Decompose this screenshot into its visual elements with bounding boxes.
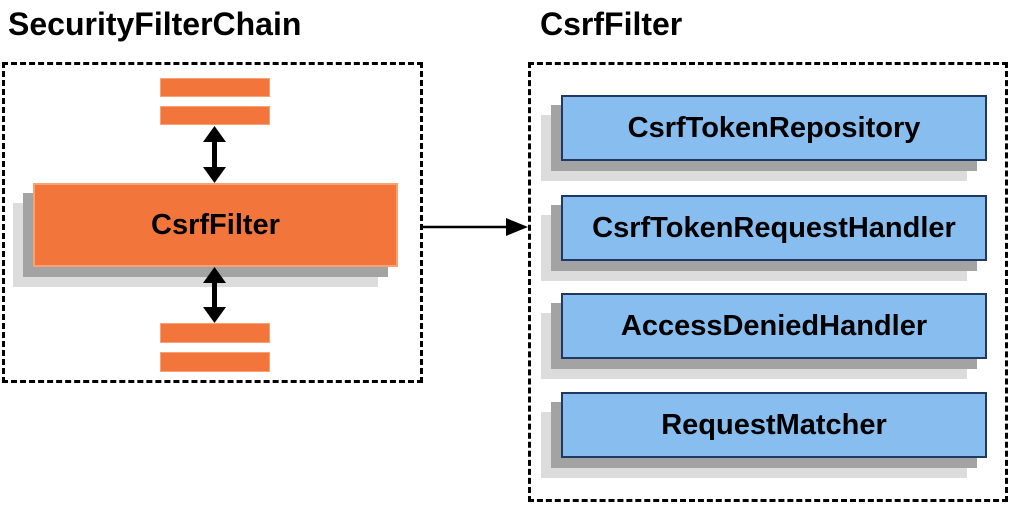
csrf-filter-title: CsrfFilter: [540, 6, 683, 42]
component-label: CsrfTokenRequestHandler: [592, 211, 956, 244]
csrf-filter-components-box: [528, 62, 1008, 502]
csrf-filter-box: CsrfFilter: [33, 183, 398, 267]
component-box-csrf-token-request-handler: CsrfTokenRequestHandler: [561, 195, 987, 261]
component-label: AccessDeniedHandler: [620, 309, 928, 342]
double-arrow-icon: [202, 267, 227, 323]
double-arrow-icon: [202, 126, 227, 183]
csrf-filter-box-label: CsrfFilter: [151, 208, 280, 241]
filter-bar-top-2: [160, 106, 270, 125]
component-box-csrf-token-repository: CsrfTokenRepository: [561, 95, 987, 161]
component-box-request-matcher: RequestMatcher: [561, 392, 987, 458]
security-filter-chain-box: [2, 62, 423, 383]
component-label: RequestMatcher: [661, 408, 887, 441]
filter-bar-top-1: [160, 78, 270, 97]
component-label: CsrfTokenRepository: [627, 111, 921, 144]
filter-bar-bottom-2: [160, 352, 270, 372]
right-arrow-icon: [423, 216, 528, 238]
filter-bar-bottom-1: [160, 323, 270, 343]
security-filter-chain-title: SecurityFilterChain: [8, 6, 302, 42]
component-box-access-denied-handler: AccessDeniedHandler: [561, 293, 987, 359]
